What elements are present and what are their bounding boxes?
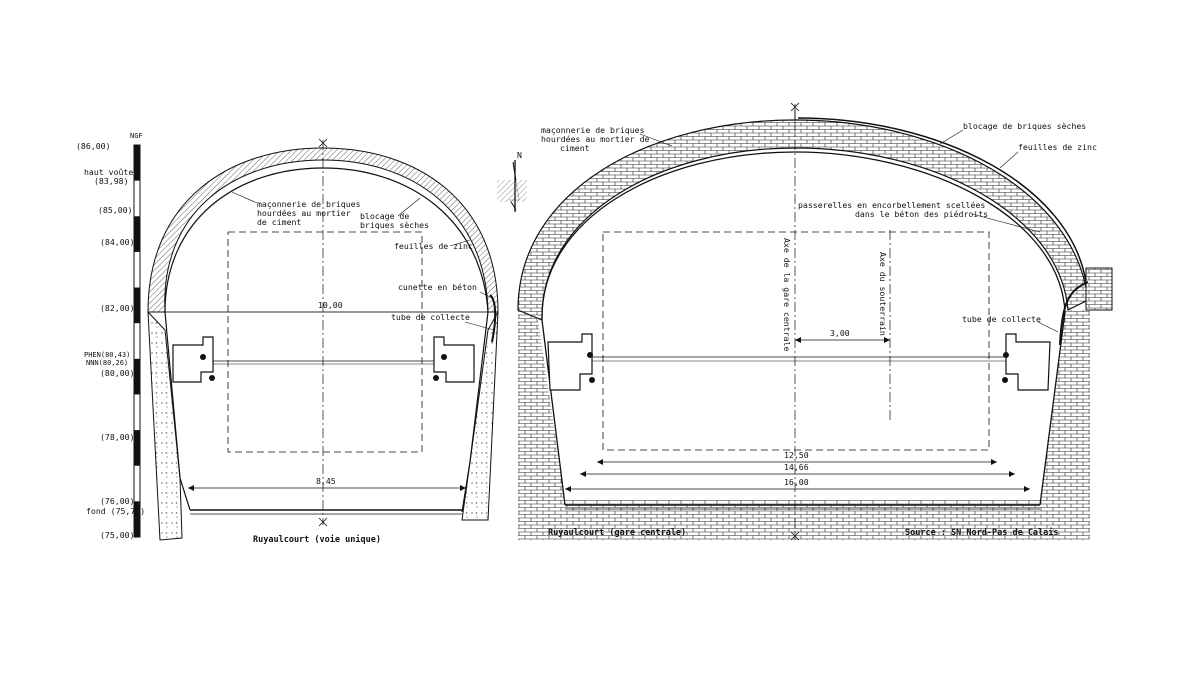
- right-caption: Ruyaulcourt (gare centrale): [548, 528, 686, 538]
- scale-label-phen: PHEN(80,43): [84, 351, 130, 359]
- scale-label-80: (80,00): [100, 368, 135, 378]
- north-arrow: N: [497, 150, 527, 212]
- scale-label-76: (76,00): [100, 496, 135, 506]
- left-label-blocage-1: blocage de: [360, 211, 409, 221]
- scale-unit: NGF: [130, 132, 143, 140]
- left-caption: Ruyaulcourt (voie unique): [253, 534, 381, 545]
- scale-label-85: (85,00): [98, 205, 133, 215]
- source-caption: Source : SN Nord-Pas de Calais: [905, 527, 1059, 538]
- scale-label-82: (82,00): [100, 303, 135, 313]
- right-label-tube: tube de collecte: [962, 314, 1041, 324]
- axis-sout-label: Axe du souterrain: [878, 252, 888, 336]
- level-scale: NGF (86,00) haut voûte (83,98) (85,00) (…: [76, 132, 145, 540]
- right-label-passerelles-1: passerelles en encorbellement scellées: [798, 200, 985, 210]
- scale-label-fond: fond (75,72): [86, 506, 145, 516]
- right-label-masonry-3: ciment: [560, 143, 590, 153]
- scale-label-78: (78,00): [100, 432, 135, 442]
- left-label-masonry-3: de ciment: [257, 217, 301, 227]
- left-outer-wall-right: [461, 311, 499, 521]
- right-tunnel-bank-right: [1005, 333, 1051, 391]
- scale-segment: [134, 216, 140, 252]
- right-label-zinc: feuilles de zinc: [1018, 142, 1097, 152]
- left-dim-bottom: 8,45: [316, 476, 336, 486]
- scale-label-haut-voute: haut voûte: [84, 167, 133, 177]
- left-label-zinc: feuilles de zinc: [394, 241, 473, 251]
- right-dim-d1: 12,50: [784, 450, 809, 460]
- right-arch-masonry: [517, 119, 1089, 321]
- scale-label-75: (75,00): [100, 530, 135, 540]
- scale-segment: [134, 145, 140, 181]
- right-label-masonry-1: maçonnerie de briques: [541, 125, 645, 135]
- right-tunnel-bank-left: [547, 333, 593, 391]
- north-label: N: [517, 150, 522, 160]
- right-tunnel-section: Axe de la gare centrale Axe du souterrai…: [517, 102, 1113, 541]
- left-label-tube: tube de collecte: [391, 312, 470, 322]
- left-label-masonry-2: hourdées au mortier: [257, 208, 351, 218]
- right-label-masonry-2: hourdées au mortier de: [541, 134, 650, 144]
- left-arch-masonry: [147, 147, 499, 313]
- right-dim-d3: 16,00: [784, 477, 809, 487]
- scale-segment: [134, 430, 140, 466]
- left-label-blocage-2: briques sèches: [360, 220, 429, 230]
- left-outer-wall: [147, 310, 183, 541]
- right-label-passerelles-2: dans le béton des piédroits: [855, 209, 988, 219]
- right-dim-offset: 3,00: [830, 328, 850, 338]
- scale-segment: [134, 287, 140, 324]
- scale-label-84: (84,00): [100, 237, 135, 247]
- scale-segment: [134, 501, 140, 537]
- left-label-masonry-1: maçonnerie de briques: [257, 199, 361, 209]
- scale-label-nnn: NNN(80,26): [86, 359, 128, 367]
- right-ground-left: [518, 310, 1090, 540]
- left-tunnel-bank-left: [172, 336, 214, 383]
- axis-gare-label: Axe de la gare centrale: [782, 238, 792, 351]
- left-tunnel-section: 10,00 8,45 maçonnerie de briques hourdée…: [147, 138, 499, 545]
- right-label-blocage: blocage de briques sèches: [963, 121, 1086, 131]
- scale-label-86: (86,00): [76, 141, 111, 151]
- right-dim-d2: 14,66: [784, 462, 809, 472]
- scale-label-8398: (83,98): [94, 176, 129, 186]
- scale-segment: [134, 358, 140, 395]
- left-tunnel-bank-right: [433, 336, 475, 383]
- left-dim-top: 10,00: [318, 300, 343, 310]
- left-label-cunette: cunette en béton: [398, 282, 477, 292]
